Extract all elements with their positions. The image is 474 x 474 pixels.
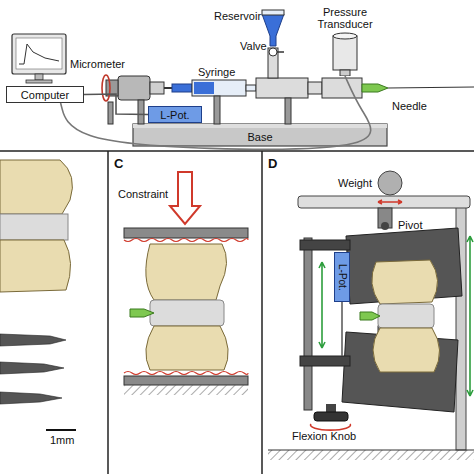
micrometer-body [118,76,150,100]
part-label: Micrometer [70,58,125,70]
manifold-fitting [308,82,322,94]
transducer-top [333,33,357,39]
rotation-arrow [102,75,110,101]
ground-hatch [268,450,474,460]
needle-shaft [388,87,474,88]
syringe-holder [214,96,220,124]
lower-arm [300,356,350,366]
needle-tip [0,392,62,404]
labeled-box: L-Pot. [334,252,350,302]
reservoir-rim [262,10,284,15]
valve-stem [268,48,278,78]
vertebra [0,160,72,214]
motion-arrow [319,262,325,348]
part-label: Valve [240,40,267,52]
needle-hub [362,84,388,92]
ground-line [268,450,474,451]
transducer-node: Pressure Transducer [300,6,390,76]
upper-arm [300,240,350,250]
syringe-plunger [172,84,192,92]
transducer-neck [340,70,350,76]
cable [61,76,371,149]
vertebra [372,260,438,304]
monitor [12,34,66,74]
needle-tip [0,362,64,374]
upper-clamp [346,228,462,304]
needle-tip [0,334,66,346]
valve-handle [277,51,284,53]
screen-trace [19,44,59,64]
pivot-pin [381,222,389,230]
micrometer-spindle [164,87,172,89]
flexion-knob [314,412,348,421]
syringe-tip [246,85,256,91]
intervertebral-disc [150,300,224,326]
micrometer-post [138,100,144,124]
threaded-rod [304,238,312,410]
labeled-box: L-Pot. [148,106,202,123]
weight-ball [378,171,402,195]
panel-letter: D [268,158,277,170]
slide-arrow [378,200,402,204]
part-label: 1mm [50,434,74,446]
node-label: Base [247,131,272,143]
manifold [322,78,362,98]
top-plate [124,228,248,238]
syringe-fluid [194,82,214,94]
motion-arrow [467,236,473,396]
lever-beam [298,196,470,208]
transducer-body [333,36,357,70]
base-slab [133,124,387,146]
panel-divider [0,150,474,152]
knob-stem [326,404,336,412]
panel-letter: C [114,158,123,170]
node-label: Computer [21,89,69,101]
micrometer-post [108,102,113,124]
friction-line [124,239,248,242]
rotation-arrow [311,424,351,430]
panel-divider [261,151,263,474]
panel-divider [107,151,109,474]
part-label: Reservoir [214,10,261,22]
part-label: Flexion Knob [292,430,356,442]
constraint-arrow [170,172,200,224]
monitor-screen [16,38,62,69]
bottom-plate [124,376,248,385]
vertebra [0,240,71,292]
part-label: Constraint [118,188,168,200]
cable [84,94,148,115]
part-label: Syringe [198,66,235,78]
needle-hub [360,312,380,320]
micrometer-barrel [150,82,164,94]
monitor-stand [35,74,43,80]
intervertebral-disc [378,304,434,328]
friction-line [124,372,248,375]
syringe-barrel [192,80,246,96]
vertebra [373,328,440,372]
node-label: L-Pot. [160,109,189,121]
base-top [133,124,387,128]
part-label: Needle [392,100,427,112]
intervertebral-disc [0,214,68,240]
micrometer-thimble [106,80,118,96]
part-label: Pivot [398,219,422,231]
vertebra [146,326,228,370]
valve-symbol [269,48,277,56]
manifold-post [285,98,291,124]
manifold [256,78,308,98]
ground-hatch [124,385,248,395]
monitor-stand [26,80,52,83]
labeled-box: Computer [6,86,84,103]
scale-bar [46,429,76,431]
node-label: L-Pot. [336,264,348,291]
labeled-box: Base [133,128,387,146]
pot-rod [341,300,343,356]
part-label: Weight [338,177,372,189]
needle-hub [130,309,154,317]
vertebra [146,244,227,300]
node-label: Pressure Transducer [300,6,390,30]
